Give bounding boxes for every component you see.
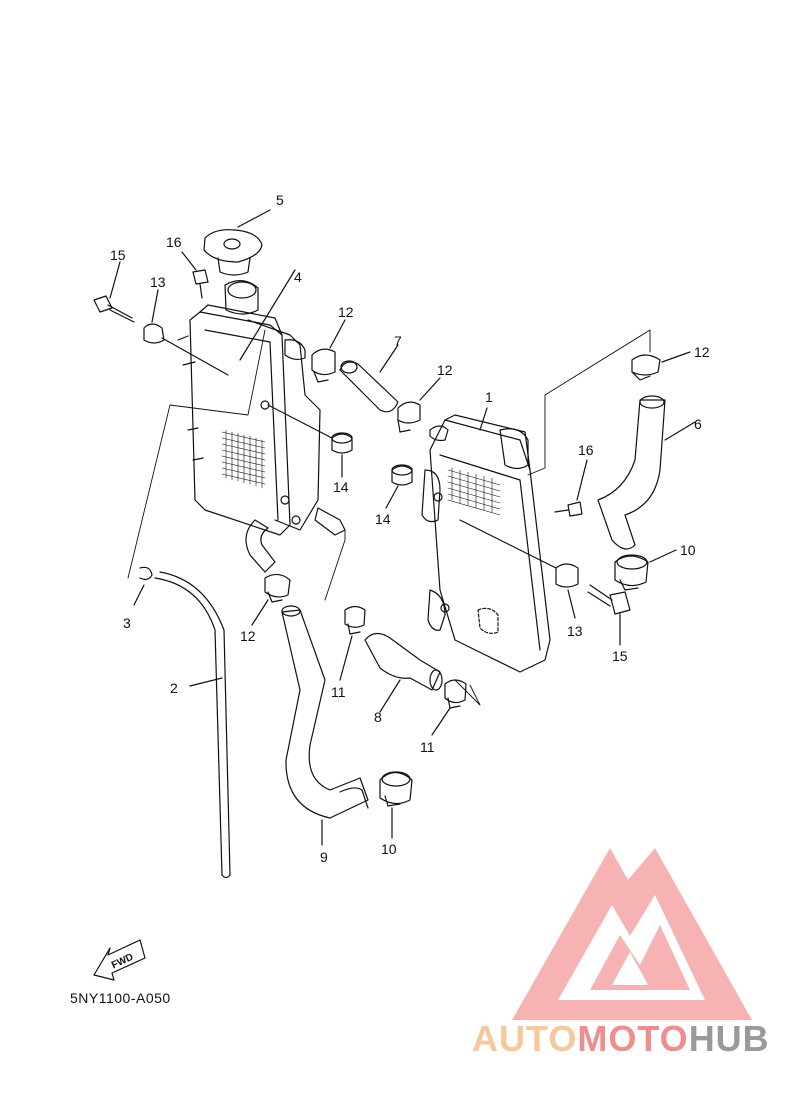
clamp-10-b [614, 549, 677, 591]
callout-6: 6 [694, 416, 702, 432]
fwd-arrow [93, 939, 146, 981]
clamp-11-b [431, 679, 467, 736]
automotohub-logo-icon [512, 848, 752, 1020]
clamp-11-a [339, 605, 366, 681]
clip-3 [133, 566, 153, 606]
brand-part-hub: HUB [688, 1018, 770, 1059]
callout-9: 9 [320, 849, 328, 865]
reference-lines [127, 329, 651, 706]
callout-1: 1 [485, 389, 493, 405]
callout-13-a: 13 [150, 274, 166, 290]
callout-10-b: 10 [680, 542, 696, 558]
grommet-13-left [143, 289, 229, 376]
hose-6 [597, 395, 696, 550]
screw-16-left [181, 251, 209, 299]
callout-2: 2 [170, 680, 178, 696]
callout-15-b: 15 [612, 648, 628, 664]
clamp-12-d [251, 573, 291, 626]
overflow-tube [154, 571, 231, 879]
collar-14-right [385, 464, 413, 509]
bolt-15-left [93, 261, 135, 323]
callout-8: 8 [374, 709, 382, 725]
collar-14-left [267, 404, 353, 478]
brand-part-auto: AUTO [472, 1018, 578, 1059]
callout-11-a: 11 [331, 684, 346, 700]
bolt-15-right [587, 584, 631, 646]
callout-7: 7 [394, 333, 402, 349]
screw-16-right [554, 459, 588, 517]
callout-12-c: 12 [694, 344, 710, 360]
callout-12-d: 12 [240, 628, 256, 644]
callout-12-b: 12 [437, 362, 453, 378]
callout-3: 3 [123, 615, 131, 631]
clamp-10-a [379, 771, 413, 839]
right-radiator [421, 407, 551, 673]
left-radiator-core-grid [221, 429, 266, 489]
watermark-brand: AUTOMOTOHUB [472, 1018, 770, 1060]
callout-11-b: 11 [420, 739, 435, 755]
callout-13-b: 13 [567, 623, 583, 639]
callout-15-a: 15 [110, 247, 126, 263]
lower-left-hose [245, 507, 346, 573]
right-radiator-core-grid [447, 467, 501, 516]
grommet-13-right [459, 519, 579, 619]
hose-7 [339, 344, 399, 413]
clamp-12-a [311, 319, 346, 383]
callout-4: 4 [294, 269, 302, 285]
diagram-code: 5NY1100-A050 [70, 990, 171, 1006]
callout-10-a: 10 [381, 841, 397, 857]
clamp-12-c [631, 351, 691, 381]
radiator-cap [203, 209, 271, 276]
callout-12-a: 12 [338, 304, 354, 320]
callout-16-b: 16 [578, 442, 594, 458]
callout-14-b: 14 [375, 511, 391, 527]
callout-16-a: 16 [166, 234, 182, 250]
callout-5: 5 [276, 192, 284, 208]
callouts: 1 2 3 4 5 6 7 8 9 10 10 11 11 12 12 12 1… [110, 192, 710, 971]
left-radiator [177, 269, 321, 536]
clamp-12-b [397, 377, 441, 433]
callout-14-a: 14 [333, 479, 349, 495]
hose-8 [364, 632, 443, 713]
brand-part-moto: MOTO [577, 1018, 689, 1059]
hose-9 [281, 605, 369, 846]
